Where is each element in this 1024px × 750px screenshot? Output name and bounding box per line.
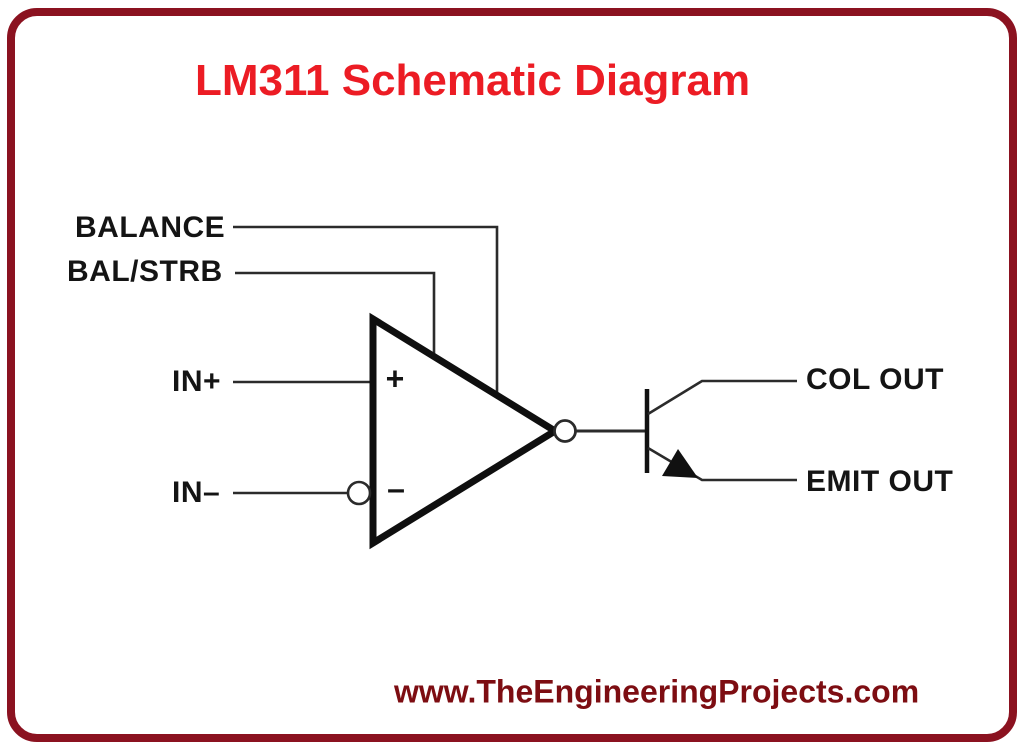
- opamp-triangle: [369, 312, 562, 550]
- bal-strb-wire: [235, 271, 436, 355]
- page-title: LM311 Schematic Diagram: [195, 56, 751, 105]
- inverting-input-sign: –: [387, 470, 405, 507]
- label-in-minus: IN–: [172, 476, 221, 509]
- noninverting-input-sign: +: [385, 360, 405, 397]
- balance-wire: [233, 225, 499, 393]
- emitter-arrow-icon: [662, 449, 698, 478]
- label-balance: BALANCE: [75, 211, 226, 244]
- label-col-out: COL OUT: [806, 363, 944, 396]
- label-in-plus: IN+: [172, 365, 222, 398]
- output-bubble-icon: [553, 419, 577, 443]
- emitter-wire: [647, 446, 797, 482]
- website-watermark: www.TheEngineeringProjects.com: [394, 673, 920, 710]
- collector-wire: [647, 379, 797, 416]
- inverting-input-bubble-icon: [346, 480, 372, 506]
- label-bal-strb: BAL/STRB: [67, 255, 223, 288]
- label-emit-out: EMIT OUT: [806, 465, 954, 498]
